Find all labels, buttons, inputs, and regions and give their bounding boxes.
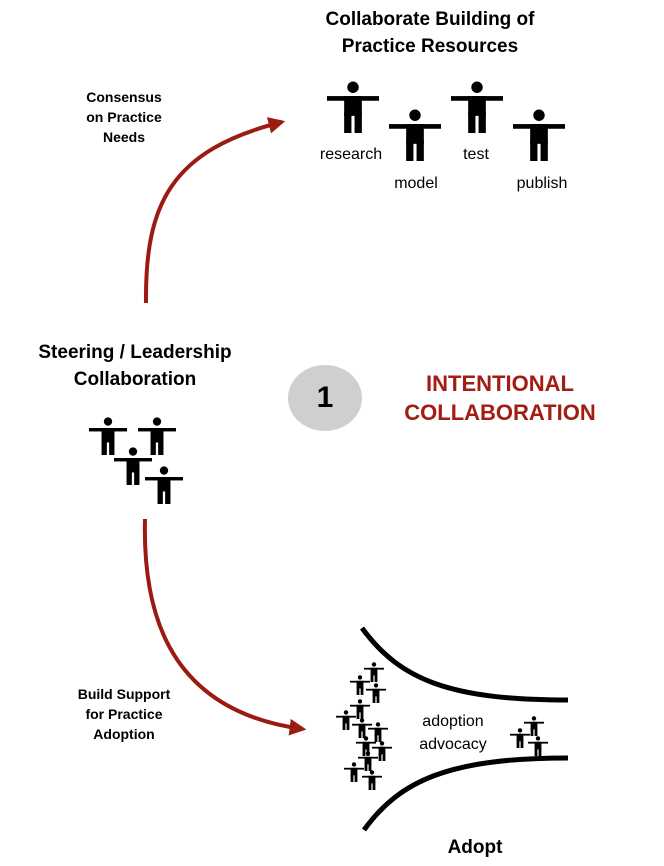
person-icon [364, 662, 384, 682]
person-icon [138, 417, 176, 455]
test-person-icon [451, 81, 503, 133]
consensus-arrow [143, 117, 286, 304]
person-icon [366, 683, 386, 703]
build-support-label: Build Support for Practice Adoption [77, 686, 171, 742]
steering-title: Steering / Leadership Collaboration [38, 342, 232, 390]
research-person-icon [327, 81, 379, 133]
step-title: INTENTIONAL COLLABORATION [404, 371, 596, 425]
adopter-crowd [336, 662, 392, 790]
person-icon [362, 770, 382, 790]
role-label-model: model [394, 175, 438, 192]
funnel-upper-curve [359, 626, 569, 703]
publish-person-icon [513, 109, 565, 161]
step-number-badge: 1 [288, 365, 362, 431]
person-icon [510, 728, 530, 748]
person-icon [145, 466, 183, 504]
person-icon [89, 417, 127, 455]
adopter-pair [510, 716, 548, 756]
funnel-label: adoption advocacy [419, 713, 487, 753]
person-icon [524, 716, 544, 736]
person-icon [336, 710, 356, 730]
build-support-arrow [142, 518, 307, 736]
funnel-lower-curve [361, 755, 569, 832]
person-icon [344, 762, 364, 782]
consensus-label: Consensus on Practice Needs [86, 89, 162, 145]
person-icon [528, 736, 548, 756]
role-label-research: research [319, 146, 383, 163]
role-label-test: test [463, 146, 489, 163]
role-label-publish: publish [516, 175, 568, 192]
adopt-label: Adopt [447, 837, 503, 858]
person-icon [350, 675, 370, 695]
top-title: Collaborate Building of Practice Resourc… [325, 9, 535, 57]
steering-group [89, 417, 183, 504]
